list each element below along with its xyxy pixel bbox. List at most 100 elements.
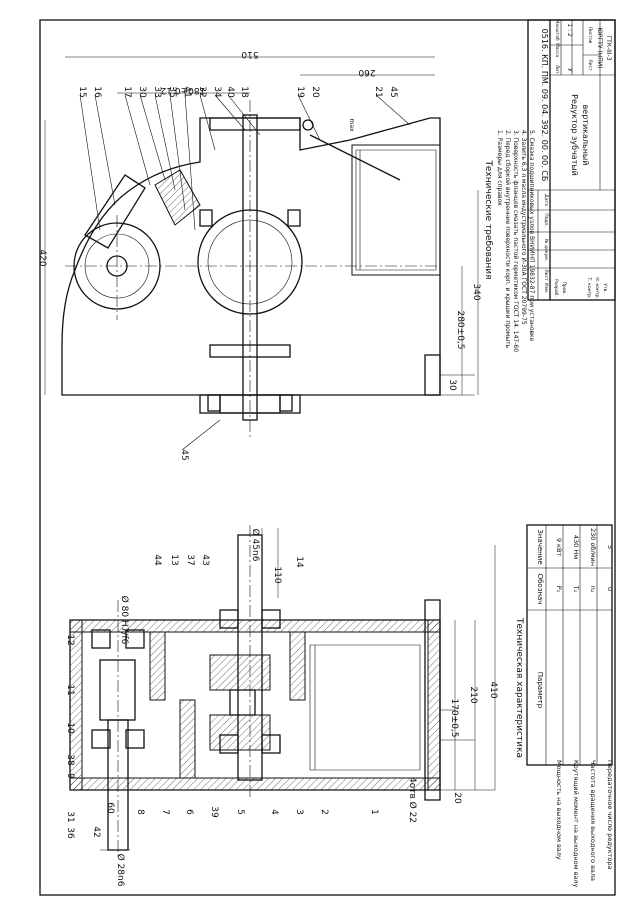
balloon: 11: [65, 684, 75, 695]
lit-label: Лит.: [554, 65, 560, 75]
mass-label: Масса: [554, 43, 560, 58]
top-balloons: 15 16 17 30 33 35 41 32 34 40 18 19 20 2…: [77, 86, 398, 460]
balloon: 39: [209, 806, 219, 818]
sheet-label: Лист: [587, 59, 593, 71]
sheets-label: Листов: [587, 27, 593, 44]
role-tkontr: Т. контр.: [586, 277, 592, 299]
balloon: 21: [373, 86, 383, 97]
tech-spec: Техническая характеристика Параметр Обоз…: [514, 524, 614, 888]
dim-20: 20: [452, 792, 462, 804]
balloon: 45: [179, 449, 189, 460]
dim-170: 170±0,5: [449, 698, 459, 737]
balloon: 10: [65, 722, 75, 734]
org: ЮРГТУ (НПИ): [596, 27, 603, 68]
row-label-doc: № докум.: [543, 239, 549, 261]
balloon: 18: [239, 86, 249, 98]
td-param: Крутящий момент на выходном валу: [572, 760, 580, 888]
dim-420: 420: [37, 249, 47, 266]
balloon: 17: [122, 86, 132, 97]
balloon: 7: [160, 809, 170, 815]
row-label-izm: Изм.: [543, 283, 549, 294]
dim-340: 340: [471, 283, 481, 300]
balloon: 43: [200, 554, 210, 565]
td-param: Мощность на выходном валу: [555, 760, 563, 860]
dim-280: 280±0,5: [455, 310, 465, 349]
balloon: 8: [135, 809, 145, 815]
scale-label: Масштаб: [554, 19, 560, 41]
td-symbol: u: [606, 587, 614, 591]
dim-410: 410: [488, 681, 498, 698]
tech-req-title: Технические требования: [483, 159, 493, 279]
balloon: 6: [184, 809, 194, 815]
td-symbol: P₂: [555, 586, 563, 593]
balloon: 40: [225, 86, 235, 98]
balloon: 16: [92, 86, 102, 98]
section-view: [69, 525, 496, 860]
balloon: 32: [197, 86, 207, 97]
th-symbol: Обознач: [536, 574, 544, 605]
drawing-name-2: вертикальный: [581, 105, 590, 166]
top-view: [44, 56, 479, 451]
row-label-list: Лист: [543, 269, 549, 281]
balloon: 30: [137, 86, 147, 98]
dim-bearing-fit: Ø 80 H7/f6: [119, 596, 130, 645]
balloon: 15: [77, 86, 87, 97]
balloon: 38: [65, 754, 75, 766]
tech-requirements: Технические требования 1. Размеры для сп…: [483, 130, 535, 352]
td-param: Частота вращения выходного вала: [589, 760, 597, 881]
balloon: 41: [182, 86, 192, 97]
balloon: 42: [91, 826, 101, 837]
balloon: 5: [235, 809, 245, 815]
role-prov: Пров.: [561, 281, 567, 294]
balloon: 44: [152, 554, 162, 566]
drawing-code: 0516. КП. ПМ. 09. 04. 392. 00. 00. СБ: [540, 29, 549, 182]
tech-req-item: 1. Размеры для справок: [496, 130, 503, 206]
balloon: 13: [169, 554, 179, 565]
dim-510: 510: [241, 49, 258, 59]
tech-spec-title: Техническая характеристика: [514, 617, 524, 758]
dim-input-len: 60: [105, 802, 115, 814]
balloon: 36: [65, 827, 75, 839]
title-block: 0516. КП. ПМ. 09. 04. 392. 00. 00. СБ Ре…: [527, 19, 616, 301]
level-max: max: [348, 118, 355, 132]
dim-30: 30: [447, 379, 457, 391]
balloon: 3: [294, 809, 304, 815]
balloon: 35: [167, 86, 177, 97]
td-symbol: T₂: [572, 585, 580, 593]
td-value: 430 Нм: [572, 535, 580, 559]
role-utv: Утв.: [602, 283, 608, 292]
role-razrab: Разраб.: [553, 279, 559, 297]
role-nkontr: Н. контр.: [594, 277, 600, 299]
dim-output-len: 110: [272, 566, 282, 583]
balloon: 1: [369, 809, 379, 815]
th-value: Значение: [536, 529, 544, 564]
td-value: 9 кВт: [555, 538, 563, 557]
balloon: 12: [65, 634, 75, 645]
td-value: 230 об/мин: [589, 528, 597, 566]
dim-output-shaft: Ø 45n6: [250, 529, 261, 562]
balloon: 31: [65, 811, 75, 822]
balloon: 9: [65, 773, 75, 779]
balloon: 45: [388, 86, 398, 97]
dim-holes: 4отв Ø 22: [407, 777, 418, 823]
td-value: 5: [606, 545, 614, 549]
tech-req-item: 3. Поверхность фланцев смазать пастой ге…: [512, 130, 519, 352]
row-label-podp: Подп.: [543, 213, 549, 227]
balloon: 20: [310, 86, 320, 98]
balloon: 14: [294, 556, 304, 568]
td-symbol: n₂: [589, 586, 597, 593]
balloon: 4: [269, 809, 279, 815]
section-balloons: 44 13 37 43 14 12 11 10 38 9 31 36 42 8 …: [65, 554, 379, 839]
scale-value: 1 : 2: [566, 23, 573, 37]
tech-req-item: 2. Перед сборкой внутренние поверхности …: [504, 130, 511, 349]
th-param: Параметр: [536, 672, 544, 709]
row-label-data: Дата: [543, 194, 549, 206]
td-param: Передаточное число редуктора: [606, 760, 614, 870]
lit-value: У: [566, 68, 573, 72]
tech-req-item: 5. Смазка подшипниковых узлов ВНИИНП 198…: [528, 130, 535, 342]
tech-req-item: 4. Залить 6,3 л масла индустриального И-…: [520, 130, 527, 325]
balloon: 37: [185, 554, 195, 565]
balloon: 2: [319, 809, 329, 815]
dim-210: 210: [468, 686, 478, 703]
